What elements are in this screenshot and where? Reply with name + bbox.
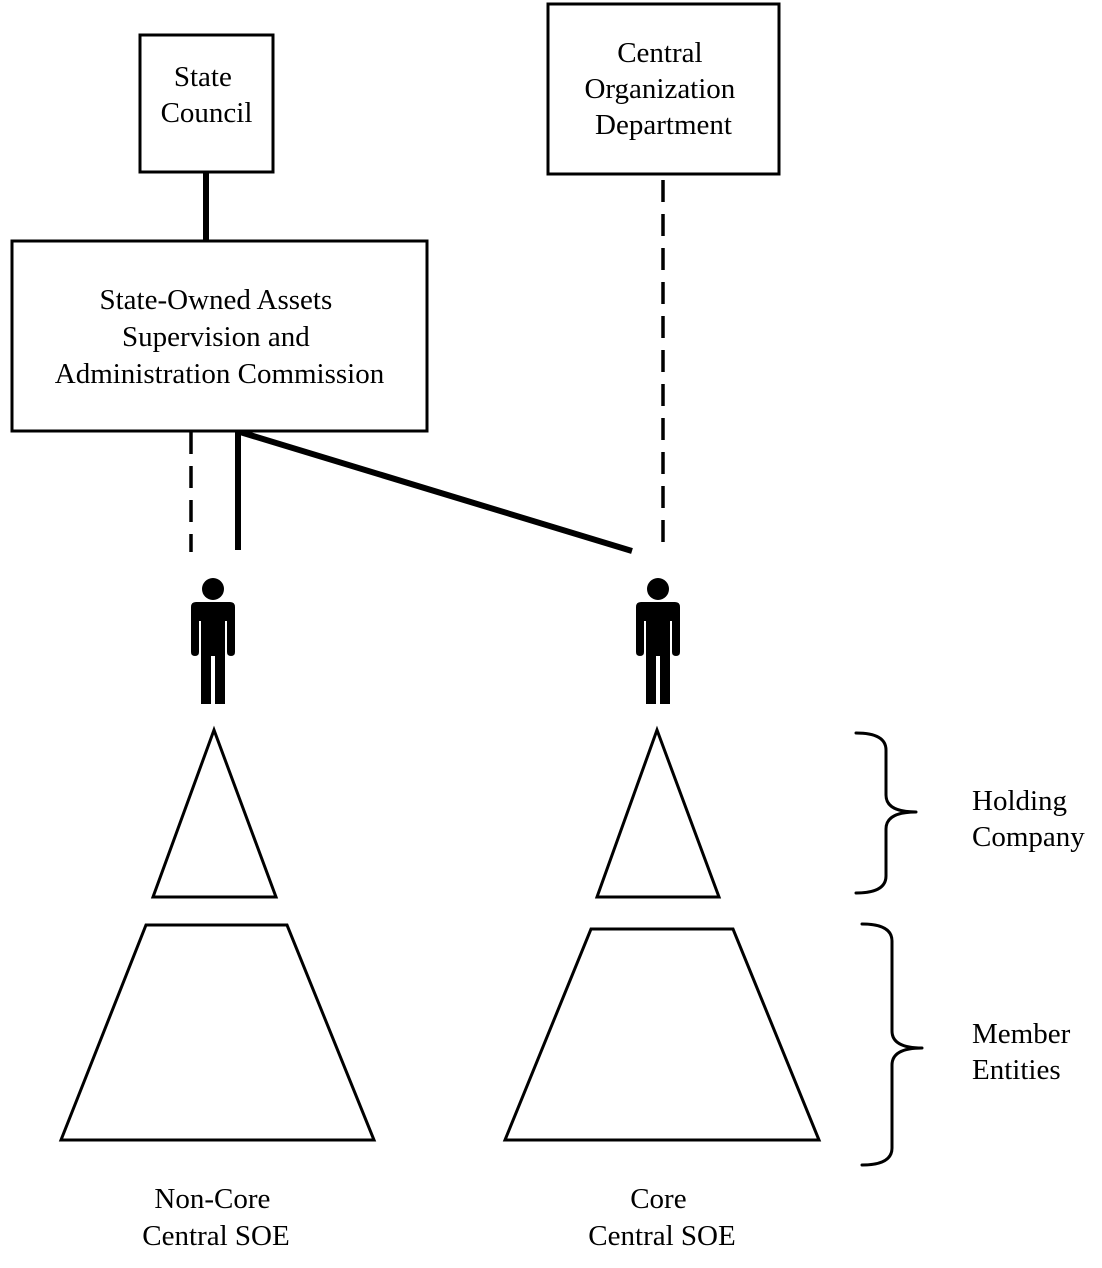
central-org-dept-label-line-2: Organization (584, 73, 735, 105)
noncore-soe-label-line-2: Central SOE (142, 1220, 289, 1252)
state-council-label-line-2: Council (161, 97, 253, 129)
state-council-node: State Council (138, 33, 275, 174)
noncore-holding-company-triangle (150, 725, 279, 899)
member-entities-label: Member Entities (972, 1018, 1078, 1086)
state-council-label-line-1: State (174, 61, 232, 93)
core-member-entities-trapezoid (502, 927, 822, 1142)
central-org-dept-label-line-1: Central (617, 37, 702, 69)
holding-company-label-line-2: Company (972, 821, 1085, 853)
core-soe-label-line-2: Central SOE (588, 1220, 735, 1252)
sasac-box (10, 239, 429, 433)
noncore-member-entities-trapezoid (58, 923, 377, 1142)
state-council-label: State Council (161, 61, 253, 129)
noncore-soe-label: Non-Core Central SOE (142, 1183, 289, 1252)
central-org-dept-box (546, 2, 781, 176)
core-holding-company-triangle (594, 725, 722, 899)
member-entities-label-line-2: Entities (972, 1054, 1061, 1086)
central-org-dept-label: Central Organization Department (584, 37, 742, 141)
core-soe-label: Core Central SOE (588, 1183, 735, 1252)
central-org-dept-label-line-3: Department (595, 109, 732, 141)
sasac-label-line-2: Supervision and (122, 321, 310, 353)
sasac-label-line-3: Administration Commission (55, 358, 385, 390)
sasac-label: State-Owned Assets Supervision and Admin… (55, 284, 385, 390)
state-council-box (138, 33, 275, 174)
member-entities-label-line-1: Member (972, 1018, 1071, 1050)
holding-company-label-line-1: Holding (972, 785, 1067, 817)
sasac-node: State-Owned Assets Supervision and Admin… (10, 239, 429, 433)
person-icon (191, 578, 235, 704)
connector-sasac-to-core-solid (239, 429, 633, 554)
noncore-soe-label-line-1: Non-Core (154, 1183, 270, 1215)
member-entities-brace (860, 922, 924, 1167)
person-icon (636, 578, 680, 704)
sasac-label-line-1: State-Owned Assets (99, 284, 332, 316)
holding-company-label: Holding Company (972, 785, 1085, 853)
central-org-dept-node: Central Organization Department (546, 2, 781, 176)
holding-company-brace (854, 731, 918, 895)
core-soe-label-line-1: Core (630, 1183, 686, 1215)
